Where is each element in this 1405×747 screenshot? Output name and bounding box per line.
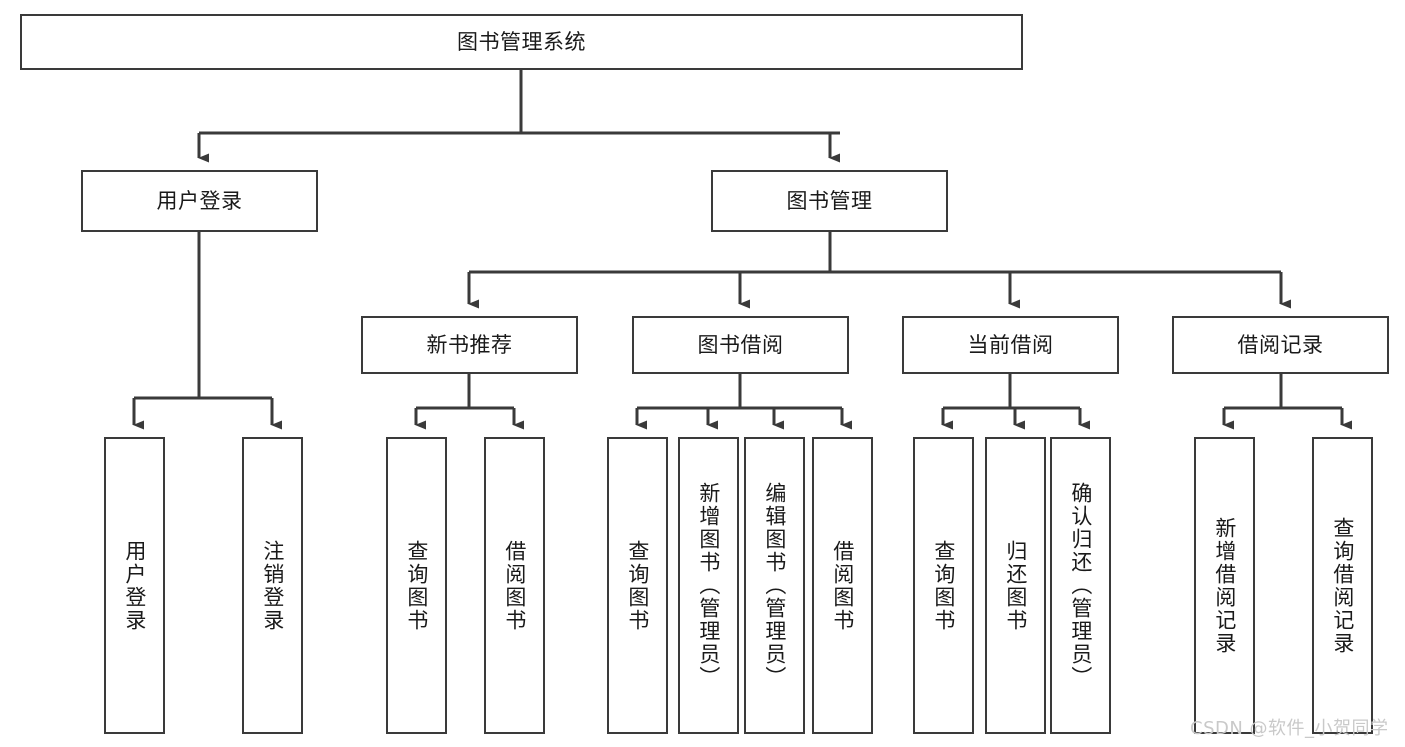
leaf-logout-label: 注销登录 <box>260 539 285 632</box>
node-current-borrow-label: 当前借阅 <box>967 332 1054 357</box>
leaf-confirm-return[interactable]: 确认归还（管理员） <box>1050 437 1111 734</box>
node-borrow-record[interactable]: 借阅记录 <box>1172 316 1389 374</box>
node-root[interactable]: 图书管理系统 <box>20 14 1023 70</box>
leaf-query-book-1[interactable]: 查询图书 <box>386 437 447 734</box>
leaf-query-book-3-label: 查询图书 <box>931 539 956 632</box>
leaf-add-record-label: 新增借阅记录 <box>1212 516 1237 655</box>
node-book-borrow-label: 图书借阅 <box>697 332 784 357</box>
node-book-manage-label: 图书管理 <box>786 188 873 213</box>
leaf-add-book[interactable]: 新增图书（管理员） <box>678 437 739 734</box>
node-user-login-label: 用户登录 <box>156 188 243 213</box>
leaf-borrow-book-2-label: 借阅图书 <box>830 539 855 632</box>
leaf-return-book[interactable]: 归还图书 <box>985 437 1046 734</box>
node-user-login[interactable]: 用户登录 <box>81 170 318 232</box>
node-new-book-recommend[interactable]: 新书推荐 <box>361 316 578 374</box>
leaf-user-login[interactable]: 用户登录 <box>104 437 165 734</box>
node-current-borrow[interactable]: 当前借阅 <box>902 316 1119 374</box>
leaf-query-book-3[interactable]: 查询图书 <box>913 437 974 734</box>
leaf-query-record-label: 查询借阅记录 <box>1330 516 1355 655</box>
node-book-borrow[interactable]: 图书借阅 <box>632 316 849 374</box>
leaf-edit-book-label: 编辑图书（管理员） <box>762 482 787 689</box>
leaf-add-book-label: 新增图书（管理员） <box>696 482 721 689</box>
node-book-manage[interactable]: 图书管理 <box>711 170 948 232</box>
leaf-borrow-book-2[interactable]: 借阅图书 <box>812 437 873 734</box>
leaf-add-record[interactable]: 新增借阅记录 <box>1194 437 1255 734</box>
leaf-borrow-book-1-label: 借阅图书 <box>502 539 527 632</box>
leaf-query-book-1-label: 查询图书 <box>404 539 429 632</box>
node-borrow-record-label: 借阅记录 <box>1237 332 1324 357</box>
leaf-user-login-label: 用户登录 <box>122 539 147 632</box>
leaf-query-book-2[interactable]: 查询图书 <box>607 437 668 734</box>
leaf-query-record[interactable]: 查询借阅记录 <box>1312 437 1373 734</box>
leaf-confirm-return-label: 确认归还（管理员） <box>1068 482 1093 689</box>
leaf-return-book-label: 归还图书 <box>1003 539 1028 632</box>
leaf-query-book-2-label: 查询图书 <box>625 539 650 632</box>
node-new-book-recommend-label: 新书推荐 <box>426 332 513 357</box>
node-root-label: 图书管理系统 <box>457 29 586 54</box>
leaf-borrow-book-1[interactable]: 借阅图书 <box>484 437 545 734</box>
leaf-logout[interactable]: 注销登录 <box>242 437 303 734</box>
leaf-edit-book[interactable]: 编辑图书（管理员） <box>744 437 805 734</box>
